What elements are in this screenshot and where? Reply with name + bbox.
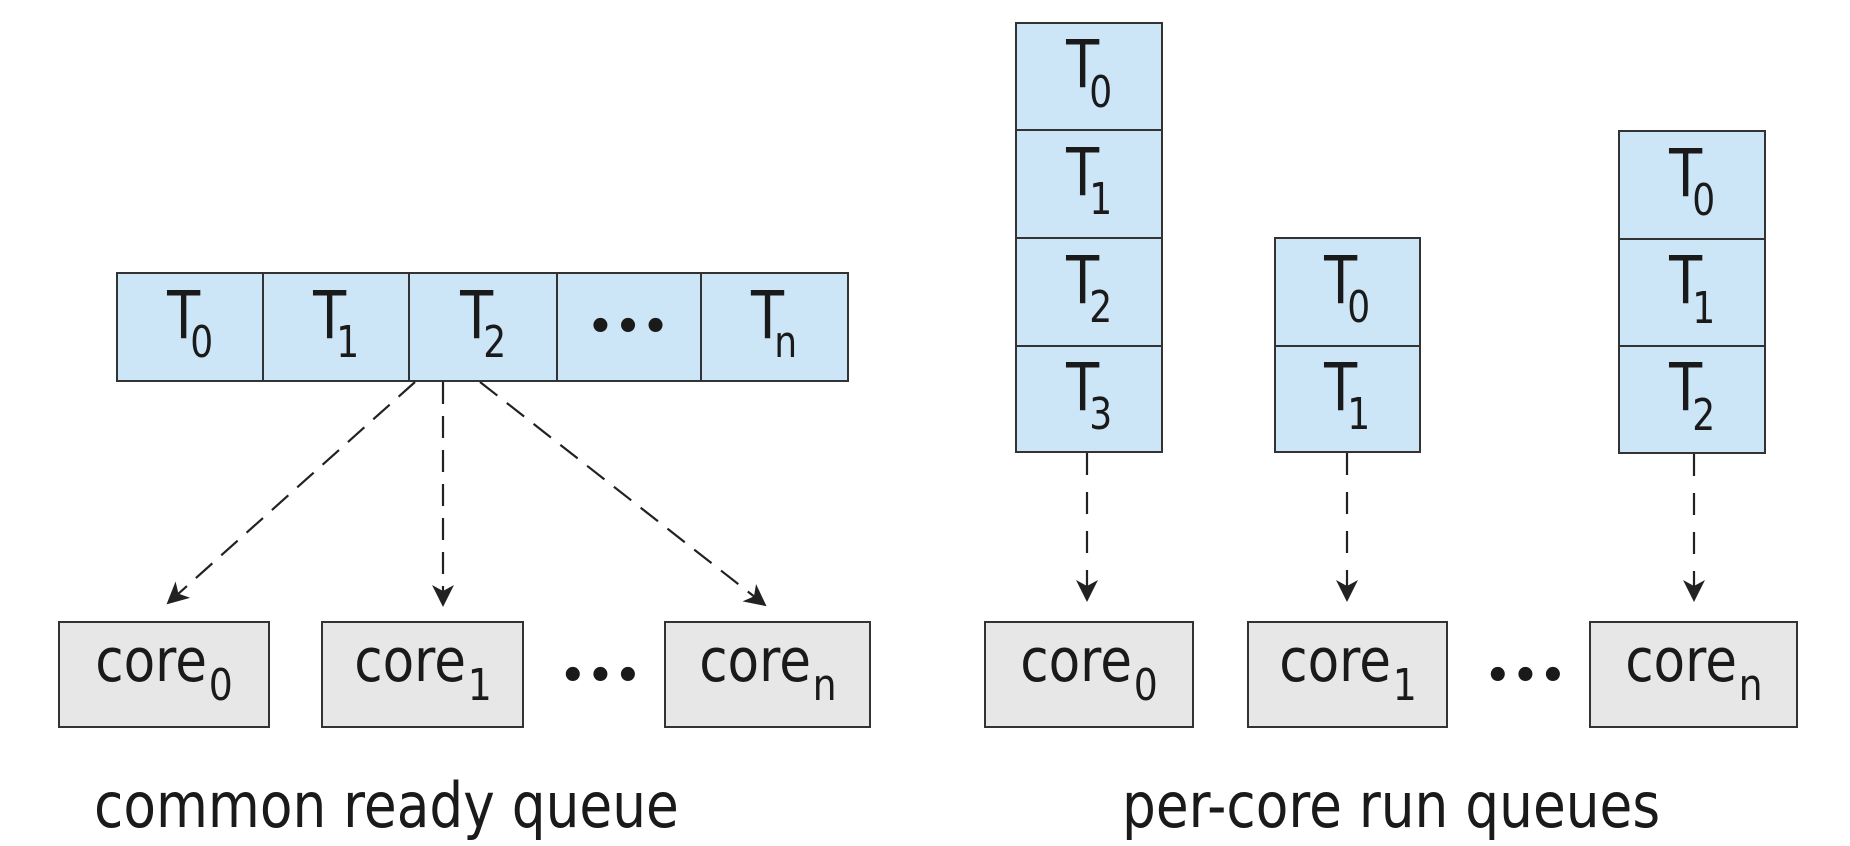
core-label: core [698, 626, 811, 697]
right-caption: per-core run queues [1122, 769, 1661, 842]
core-label: core [1278, 626, 1391, 697]
core-subscript: 1 [467, 659, 492, 711]
right-core-0: core0 [984, 621, 1194, 728]
right-core-1: core1 [1247, 621, 1448, 728]
run-queue-n-cell: T0 [1618, 130, 1766, 240]
thread-subscript: 0 [1089, 66, 1113, 118]
thread-label: T [1668, 242, 1702, 320]
left-caption: common ready queue [94, 769, 679, 842]
run-queue-0-cell: T2 [1015, 237, 1163, 347]
right-core-ellipsis: ••• [1485, 653, 1568, 699]
thread-label: T [459, 276, 493, 354]
queue-cell-tn: Tn [700, 272, 849, 382]
right-core-n: coren [1589, 621, 1798, 728]
thread-subscript: 0 [1347, 282, 1371, 334]
core-subscript: n [812, 659, 837, 711]
run-queue-0-cell: T3 [1015, 345, 1163, 453]
thread-subscript: 0 [190, 317, 214, 369]
thread-label: T [1065, 26, 1099, 104]
core-label: core [1020, 626, 1132, 697]
dispatch-arrow-core-n [479, 381, 767, 607]
thread-label: T [1065, 133, 1099, 211]
thread-subscript: 2 [483, 317, 507, 369]
run-queue-n-cell: T2 [1618, 345, 1766, 454]
left-core-0: core0 [58, 621, 270, 728]
thread-label: T [1065, 241, 1099, 319]
thread-subscript: n [774, 317, 798, 369]
thread-subscript: 2 [1089, 282, 1113, 334]
thread-label: T [1668, 134, 1702, 212]
thread-label: T [1324, 348, 1358, 426]
core-label: core [1624, 626, 1737, 697]
thread-subscript: 3 [1089, 389, 1113, 441]
core-label: core [95, 626, 207, 697]
run-queue-0-cell: T0 [1015, 22, 1163, 131]
thread-label: T [1065, 348, 1099, 426]
queue-cell-t0: T0 [116, 272, 264, 382]
core-subscript: 0 [1133, 659, 1158, 711]
core-subscript: 1 [1392, 659, 1417, 711]
thread-label: T [1668, 349, 1702, 427]
thread-subscript: 2 [1692, 389, 1716, 441]
thread-label: T [166, 276, 200, 354]
queue-cell-t2: T2 [408, 272, 558, 382]
thread-subscript: 0 [1692, 175, 1716, 227]
core-label: core [353, 626, 466, 697]
run-queue-1-cell: T0 [1274, 237, 1421, 347]
thread-subscript: 1 [336, 317, 360, 369]
thread-subscript: 1 [1692, 282, 1716, 334]
core-subscript: 0 [208, 659, 233, 711]
left-core-n: coren [664, 621, 871, 728]
core-subscript: n [1738, 659, 1763, 711]
ellipsis: ••• [587, 304, 671, 350]
thread-label: T [312, 276, 346, 354]
thread-subscript: 1 [1347, 389, 1371, 441]
thread-label: T [1324, 241, 1358, 319]
thread-label: T [751, 276, 785, 354]
left-core-ellipsis: ••• [560, 653, 643, 699]
run-queue-n-cell: T1 [1618, 238, 1766, 347]
dispatch-arrow-core-0 [166, 381, 416, 605]
thread-subscript: 1 [1089, 174, 1113, 226]
run-queue-1-cell: T1 [1274, 345, 1421, 453]
left-core-1: core1 [321, 621, 524, 728]
